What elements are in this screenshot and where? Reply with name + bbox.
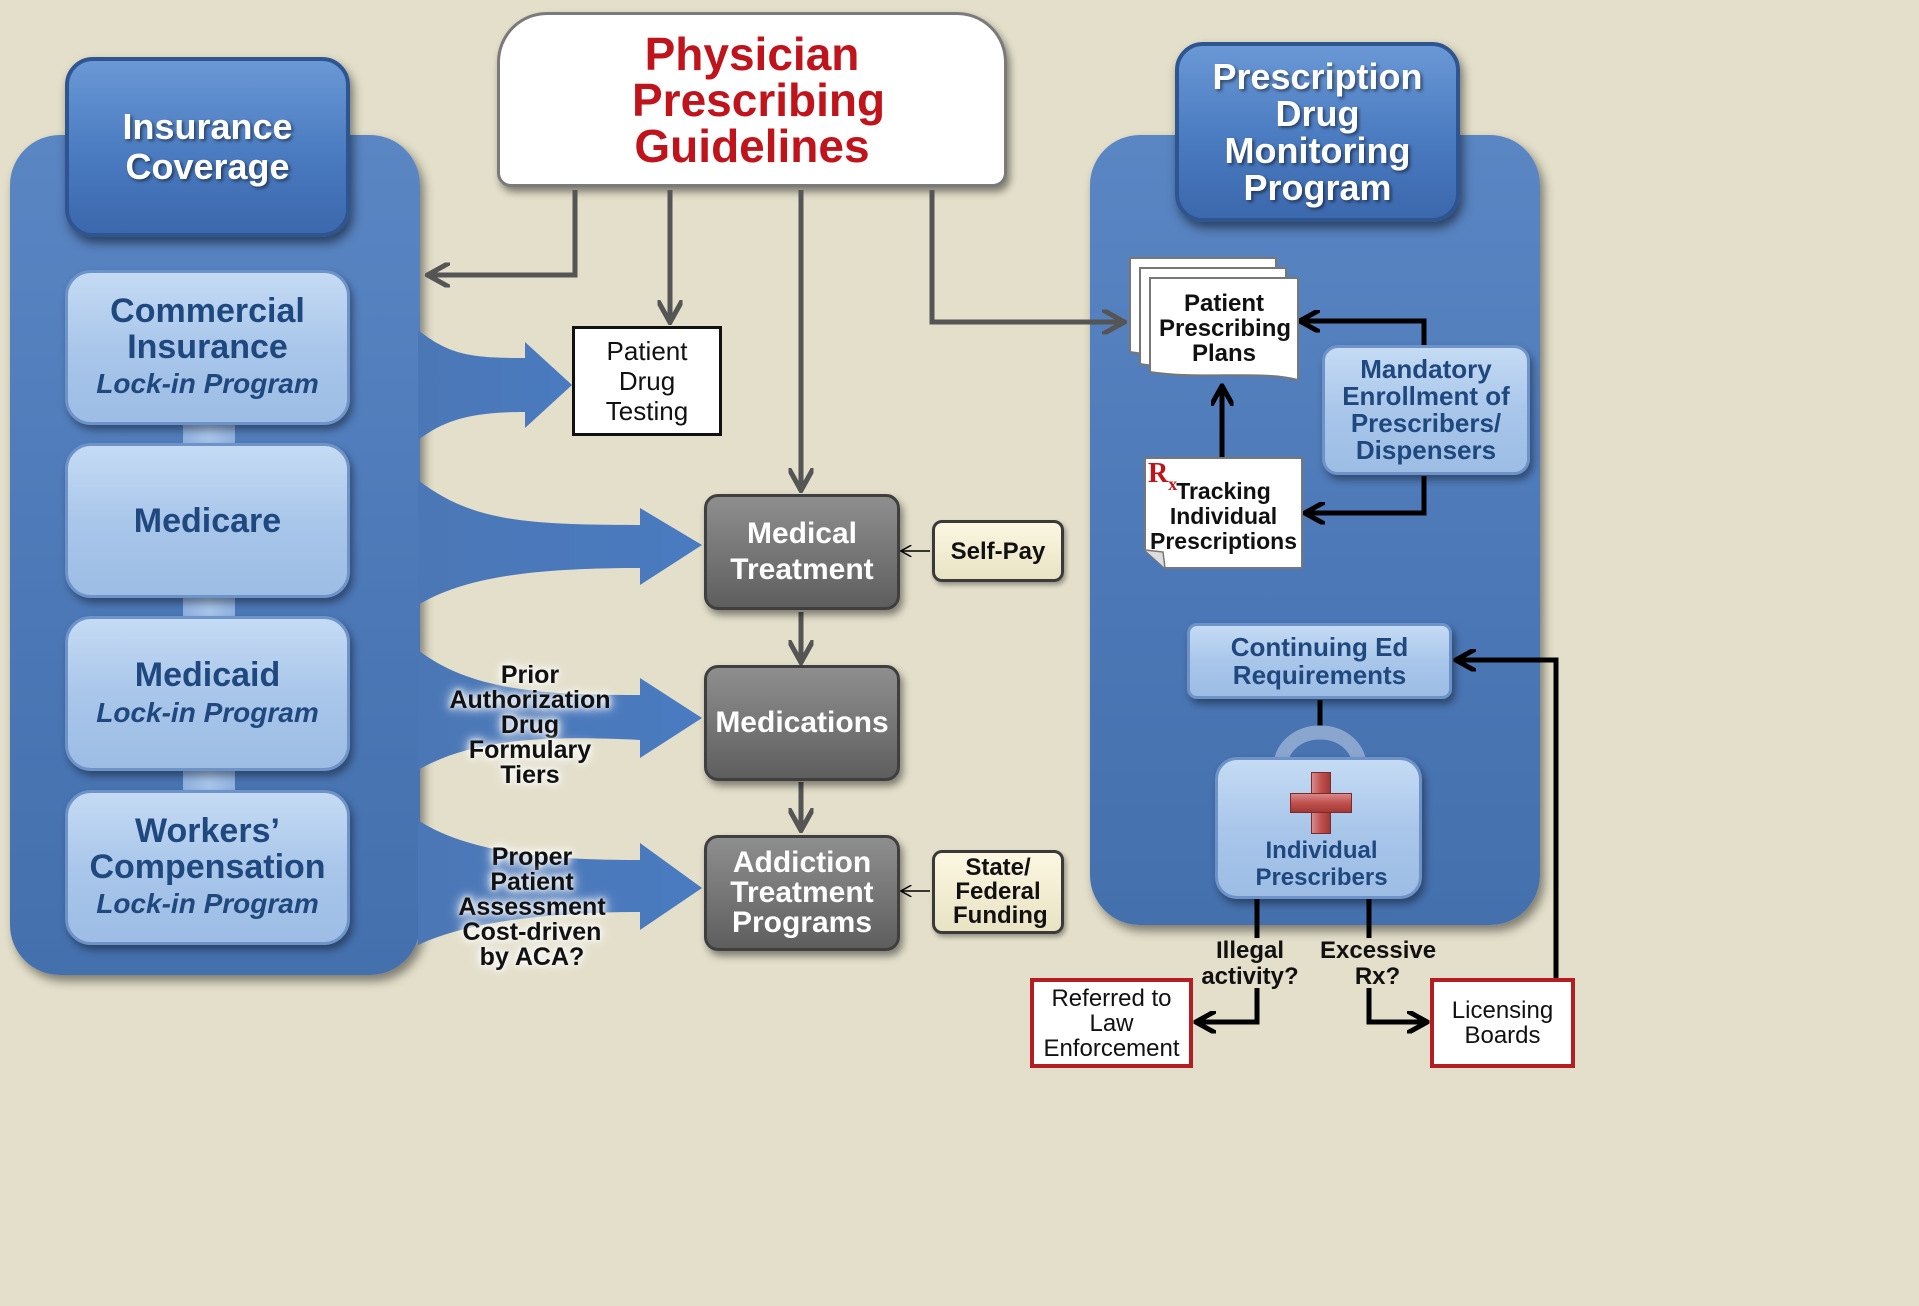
prescribing-guidelines-title: Physician Prescribing Guidelines — [632, 27, 886, 172]
licensing-boards-label: Licensing Boards — [1451, 997, 1554, 1049]
medications-arrow-label: Prior Authorization Drug Formulary Tiers — [440, 663, 620, 788]
medications-arrow-text: Prior Authorization Drug Formulary Tiers — [449, 661, 611, 789]
addiction-arrow-text: Proper Patient Assessment Cost-driven by… — [458, 843, 606, 971]
pdmp-title: Prescription Drug Monitoring Program — [1212, 56, 1423, 208]
addiction-arrow-label: Proper Patient Assessment Cost-driven by… — [418, 845, 646, 970]
addiction-treatment-box: Addiction Treatment Programs — [704, 835, 900, 951]
medical-treatment-label: Medical Treatment — [730, 517, 874, 586]
patient-drug-testing-label: Patient Drug Testing — [605, 336, 689, 426]
mandatory-enrollment-label: Mandatory Enrollment of Prescribers/ Dis… — [1342, 354, 1510, 465]
tracking-label: Tracking Individual Prescriptions — [1150, 477, 1297, 554]
insurance-coverage-title: Insurance Coverage — [122, 106, 293, 187]
rx-r: R — [1148, 458, 1169, 489]
flow-arrow-medical-treatment — [418, 480, 702, 605]
excessive-rx-label: Excessive Rx? — [1320, 937, 1437, 990]
state-federal-funding-label: State/ Federal Funding — [953, 854, 1048, 929]
medications-label: Medications — [715, 706, 889, 739]
state-federal-funding-box: State/ Federal Funding — [932, 850, 1064, 934]
individual-prescribers-label: Individual Prescribers — [1255, 837, 1388, 891]
individual-prescribers-box: Individual Prescribers — [1215, 757, 1422, 899]
insurance-item-sub: Lock-in Program — [96, 367, 319, 399]
arrow-illegal-to-law — [1198, 898, 1260, 1022]
insurance-item-sub: Lock-in Program — [96, 696, 319, 728]
tracking-sheet-paper — [1144, 457, 1303, 569]
insurance-item-name: Medicare — [133, 501, 282, 540]
flow-arrow-drug-testing — [418, 330, 572, 440]
pdmp-header: Prescription Drug Monitoring Program — [1175, 42, 1460, 222]
insurance-item-name: Medicaid — [134, 655, 281, 694]
arrow-licensing-to-ced — [1458, 660, 1559, 978]
plans-sheet-front — [1149, 277, 1299, 382]
patient-prescribing-plans-label-box: Patient Prescribing Plans — [1150, 285, 1298, 371]
self-pay-box: Self-Pay — [932, 520, 1064, 582]
patient-prescribing-plans-label: Patient Prescribing Plans — [1159, 289, 1292, 367]
excessive-rx-text: Excessive Rx? — [1320, 937, 1437, 990]
prescribing-guidelines-box: Physician Prescribing Guidelines — [497, 12, 1007, 187]
law-enforcement-box: Referred to Law Enforcement — [1030, 978, 1193, 1068]
insurance-item-name: Workers’ Compensation — [89, 811, 326, 886]
flow-arrow-medications — [418, 650, 702, 770]
continuing-ed-box: Continuing Ed Requirements — [1187, 623, 1452, 699]
rx-icon: Rx — [1148, 460, 1177, 498]
flow-arrow-addiction — [418, 820, 702, 945]
insurance-item-commercial: Commercial Insurance Lock-in Program — [65, 270, 350, 425]
individual-prescribers-label-box: Individual Prescribers — [1218, 834, 1425, 894]
insurance-coverage-header: Insurance Coverage — [65, 57, 350, 237]
mandatory-enrollment-box: Mandatory Enrollment of Prescribers/ Dis… — [1322, 345, 1530, 475]
insurance-item-medicaid: Medicaid Lock-in Program — [65, 616, 350, 771]
arrow-guidelines-to-insurance — [430, 190, 578, 275]
medical-cross-icon — [1290, 772, 1352, 834]
arrow-mandatory-to-tracking — [1307, 476, 1427, 513]
tracking-sheet-fold — [1144, 549, 1166, 569]
self-pay-label: Self-Pay — [950, 537, 1046, 565]
arrow-guidelines-to-plans — [929, 190, 1122, 322]
patient-drug-testing-box: Patient Drug Testing — [572, 326, 722, 436]
padlock-shackle — [1273, 725, 1367, 771]
insurance-item-sub: Lock-in Program — [96, 887, 319, 919]
addiction-treatment-label: Addiction Treatment Programs — [730, 846, 874, 939]
arrow-excessive-to-licensing — [1366, 898, 1425, 1022]
illegal-activity-label: Illegal activity? — [1195, 938, 1305, 990]
illegal-activity-text: Illegal activity? — [1201, 937, 1299, 990]
continuing-ed-label: Continuing Ed Requirements — [1230, 632, 1409, 690]
rx-x: x — [1168, 474, 1178, 494]
law-enforcement-label: Referred to Law Enforcement — [1043, 984, 1180, 1062]
medical-treatment-box: Medical Treatment — [704, 494, 900, 610]
licensing-boards-box: Licensing Boards — [1430, 978, 1575, 1068]
medications-box: Medications — [704, 665, 900, 781]
insurance-item-name: Commercial Insurance — [110, 291, 305, 366]
insurance-item-medicare: Medicare — [65, 443, 350, 598]
tracking-label-box: Tracking Individual Prescriptions — [1145, 470, 1302, 562]
insurance-item-workers-comp: Workers’ Compensation Lock-in Program — [65, 790, 350, 945]
arrow-mandatory-to-plans — [1302, 321, 1427, 345]
